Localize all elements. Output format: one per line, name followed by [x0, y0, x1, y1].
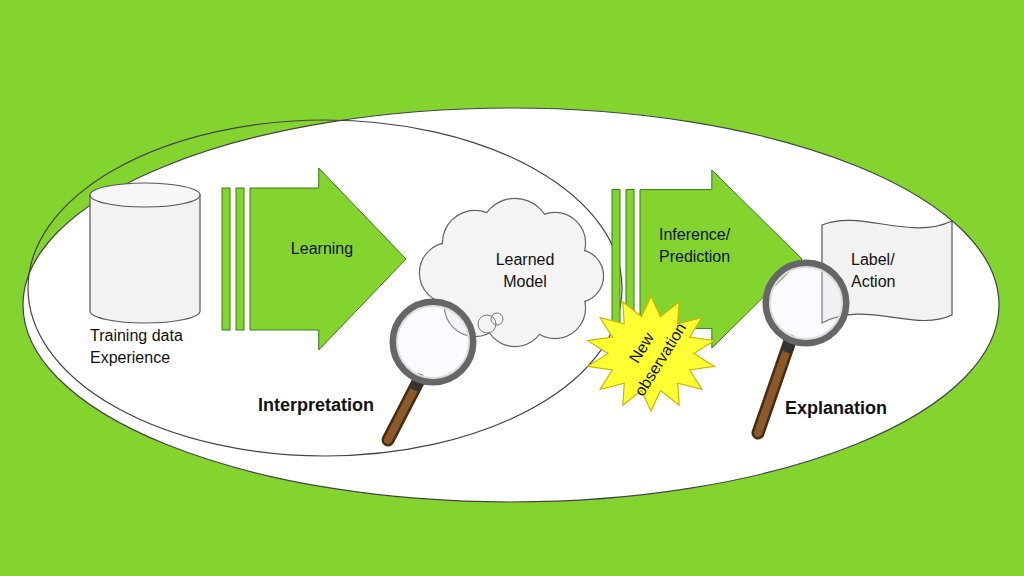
inner-ellipse	[28, 120, 622, 456]
process-arrow-outline	[222, 168, 408, 350]
text-holder: New observation	[585, 295, 717, 412]
data-cylinder: Training data Experience	[86, 183, 208, 375]
node-label: New observation	[607, 301, 694, 405]
starburst-callout: New observation	[585, 295, 717, 412]
node-label: Training data Experience	[90, 325, 204, 368]
data-cylinder-outline	[86, 183, 208, 375]
text-holder: Training data Experience	[88, 325, 206, 373]
node-label: Label/ Action	[851, 249, 923, 292]
text-holder: Learning	[262, 238, 382, 280]
node-label: Learned Model	[484, 249, 566, 292]
stage-label: Interpretation	[258, 395, 374, 416]
text-holder: Learned Model	[460, 236, 590, 306]
text-holder: Inference/ Prediction	[656, 224, 756, 296]
process-arrow: Learning	[222, 168, 408, 350]
node-label: Inference/ Prediction	[659, 224, 753, 267]
node-label: Learning	[291, 238, 353, 260]
stage-label: Explanation	[785, 398, 887, 419]
magnifying-glass	[388, 302, 473, 440]
outer-ellipse	[23, 108, 999, 502]
